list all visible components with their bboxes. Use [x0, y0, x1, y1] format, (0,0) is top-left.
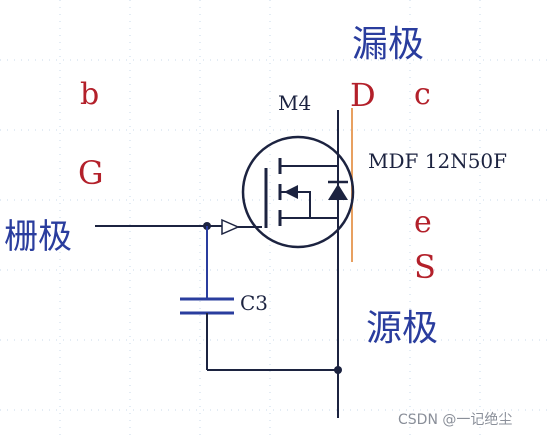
gate-letter-label: G — [78, 154, 104, 192]
bjt-base-label: b — [80, 77, 99, 112]
drain-letter-label: D — [350, 76, 376, 114]
body-diode-icon — [328, 184, 348, 200]
source-label-cn: 源极 — [366, 308, 438, 349]
gate-label-cn: 栅极 — [4, 217, 72, 257]
mosfet-body-icon — [241, 135, 355, 249]
bjt-collector-label: c — [414, 77, 431, 112]
cap-ref-label: C3 — [240, 291, 268, 315]
gate-arrow-icon — [221, 218, 240, 236]
mosfet-body-arrow-icon — [284, 185, 298, 199]
source-letter-label: S — [414, 248, 436, 286]
part-number-label: MDF 12N50F — [368, 149, 507, 173]
source-junction-dot — [334, 366, 342, 374]
watermark: CSDN @一记绝尘 — [398, 412, 512, 428]
drain-label-cn: 漏极 — [352, 24, 424, 65]
part-ref-label: M4 — [278, 91, 311, 115]
bjt-emitter-label: e — [414, 205, 432, 240]
